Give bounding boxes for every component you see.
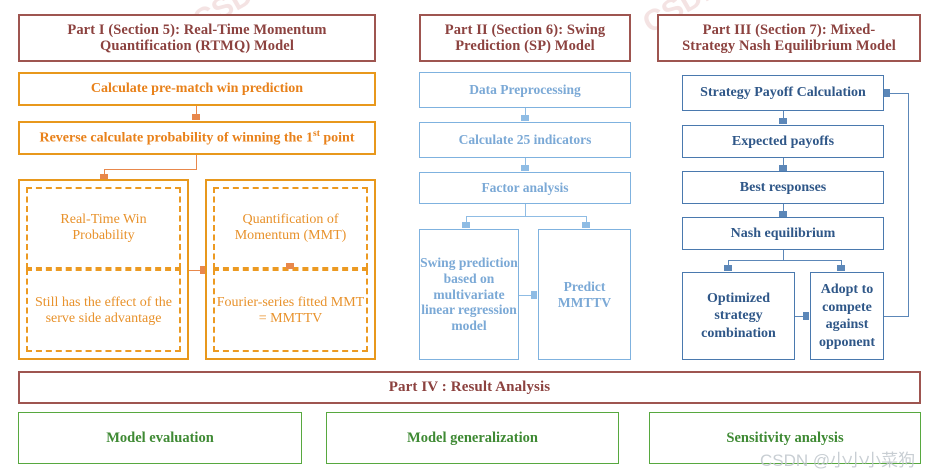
connector-p2-s1-s2 bbox=[525, 108, 526, 119]
node-label: Factor analysis bbox=[481, 180, 569, 196]
connector-p2-split-bar bbox=[466, 216, 586, 217]
node-sensitivity-analysis[interactable]: Sensitivity analysis bbox=[649, 412, 921, 464]
node-nash-equilibrium[interactable]: Nash equilibrium bbox=[682, 217, 884, 250]
connector-p1-bus-vert bbox=[196, 155, 197, 169]
part3-header-line1: Part III (Section 7): Mixed- bbox=[702, 21, 876, 38]
node-label: Quantification of Momentum (MMT) bbox=[234, 212, 347, 243]
connector-p2-split-left bbox=[466, 216, 467, 224]
connector-p3-split-bar bbox=[728, 260, 841, 261]
node-model-generalization[interactable]: Model generalization bbox=[326, 412, 619, 464]
node-factor-analysis[interactable]: Factor analysis bbox=[419, 172, 631, 204]
connector-p2-branch-link bbox=[519, 295, 533, 296]
connector-p3-split-left bbox=[728, 260, 729, 267]
arrowhead-down bbox=[724, 265, 732, 271]
part1-header-line1: Part I (Section 5): Real-Time Momentum bbox=[67, 21, 327, 38]
arrowhead-down bbox=[779, 211, 787, 217]
part3-header-line2: Strategy Nash Equilibrium Model bbox=[682, 38, 896, 54]
node-swing-prediction-mlr-model[interactable]: Swing prediction based on multivariate l… bbox=[419, 229, 519, 360]
arrowhead-right bbox=[803, 312, 809, 320]
connector-p2-split-stem bbox=[525, 204, 526, 216]
node-label: Swing prediction based on multivariate l… bbox=[420, 254, 518, 334]
connector-p1-bus-horiz bbox=[104, 169, 197, 170]
arrowhead-down bbox=[521, 115, 529, 121]
node-label: Still has the effect of the serve side a… bbox=[35, 294, 172, 326]
arrowhead-down bbox=[837, 265, 845, 271]
arrowhead-down bbox=[779, 165, 787, 171]
part3-header: Part III (Section 7): Mixed- Strategy Na… bbox=[657, 14, 921, 62]
watermark-csdn: CSDN @小小小菜狗 bbox=[760, 451, 916, 470]
connector-p2-s2-s3 bbox=[525, 158, 526, 169]
node-pre-match-win-prediction[interactable]: Calculate pre-match win prediction bbox=[18, 72, 376, 106]
node-adopt-to-compete-against-opponent[interactable]: Adopt to compete against opponent bbox=[810, 272, 884, 360]
connector-p3-s3-s4 bbox=[783, 204, 784, 215]
part1-header-line2: Quantification (RTMQ) Model bbox=[100, 38, 294, 54]
connector-p3-feedback-right bbox=[908, 93, 909, 317]
part1-header: Part I (Section 5): Real-Time Momentum Q… bbox=[18, 14, 376, 62]
connector-p3-s1-s2 bbox=[783, 111, 784, 122]
node-model-evaluation[interactable]: Model evaluation bbox=[18, 412, 302, 464]
arrowhead-down bbox=[582, 222, 590, 228]
part4-header: Part IV : Result Analysis bbox=[18, 371, 921, 404]
node-label: Model evaluation bbox=[106, 429, 214, 446]
node-reverse-calculate-probability[interactable]: Reverse calculate probability of winning… bbox=[18, 121, 376, 155]
arrowhead-right bbox=[200, 266, 206, 274]
connector-p1-bus-drop bbox=[104, 169, 105, 177]
node-label: Strategy Payoff Calculation bbox=[700, 85, 866, 101]
node-label: Best responses bbox=[739, 179, 827, 195]
node-label: Expected payoffs bbox=[731, 133, 835, 149]
node-label: Optimized strategy combination bbox=[701, 290, 776, 341]
node-real-time-win-probability[interactable]: Real-Time Win Probability bbox=[26, 187, 181, 269]
node-calculate-25-indicators[interactable]: Calculate 25 indicators bbox=[419, 122, 631, 158]
connector-p3-branch-link bbox=[795, 316, 805, 317]
node-quantification-of-momentum[interactable]: Quantification of Momentum (MMT) bbox=[213, 187, 368, 269]
arrowhead-left bbox=[884, 89, 890, 97]
node-label: Predict MMTTV bbox=[557, 279, 612, 310]
arrowhead-down bbox=[779, 118, 787, 124]
arrowhead-down bbox=[192, 114, 200, 120]
connector-p3-split-stem bbox=[783, 250, 784, 260]
connector-p1-s1-s2 bbox=[196, 106, 197, 117]
node-label: Fourier-series fitted MMT = MMTTV bbox=[216, 294, 365, 326]
arrowhead-down bbox=[521, 165, 529, 171]
node-best-responses[interactable]: Best responses bbox=[682, 171, 884, 204]
connector-p3-feedback-bottom bbox=[884, 316, 908, 317]
node-label: Data Preprocessing bbox=[469, 82, 581, 98]
node-label: Sensitivity analysis bbox=[726, 429, 844, 446]
arrowhead-right bbox=[531, 291, 537, 299]
connector-p3-s2-s3 bbox=[783, 158, 784, 169]
node-label: Adopt to compete against opponent bbox=[818, 282, 876, 350]
node-label: Calculate pre-match win prediction bbox=[90, 81, 304, 97]
node-label: Nash equilibrium bbox=[730, 225, 836, 241]
node-serve-side-advantage[interactable]: Still has the effect of the serve side a… bbox=[26, 269, 181, 352]
arrowhead-down bbox=[286, 263, 294, 269]
part2-header-line1: Part II (Section 6): Swing bbox=[444, 21, 606, 38]
node-label: Real-Time Win Probability bbox=[60, 212, 147, 243]
node-optimized-strategy-combination[interactable]: Optimized strategy combination bbox=[682, 272, 795, 360]
node-strategy-payoff-calculation[interactable]: Strategy Payoff Calculation bbox=[682, 75, 884, 111]
connector-p1-left-to-right bbox=[189, 270, 202, 271]
part2-header: Part II (Section 6): Swing Prediction (S… bbox=[419, 14, 631, 62]
node-predict-mmttv[interactable]: Predict MMTTV bbox=[538, 229, 631, 360]
part2-header-line2: Prediction (SP) Model bbox=[455, 38, 595, 54]
node-fourier-series-fitted-mmt[interactable]: Fourier-series fitted MMT = MMTTV bbox=[213, 269, 368, 352]
connector-p2-split-right bbox=[586, 216, 587, 224]
arrowhead-down bbox=[100, 174, 108, 180]
node-label: Reverse calculate probability of winning… bbox=[39, 129, 355, 146]
connector-p3-split-right bbox=[841, 260, 842, 267]
connector-p3-feedback-top bbox=[890, 93, 909, 94]
node-label: Model generalization bbox=[407, 429, 538, 446]
node-data-preprocessing[interactable]: Data Preprocessing bbox=[419, 72, 631, 108]
arrowhead-down bbox=[462, 222, 470, 228]
part4-header-label: Part IV : Result Analysis bbox=[388, 379, 551, 396]
node-expected-payoffs[interactable]: Expected payoffs bbox=[682, 125, 884, 158]
node-label: Calculate 25 indicators bbox=[458, 132, 592, 148]
